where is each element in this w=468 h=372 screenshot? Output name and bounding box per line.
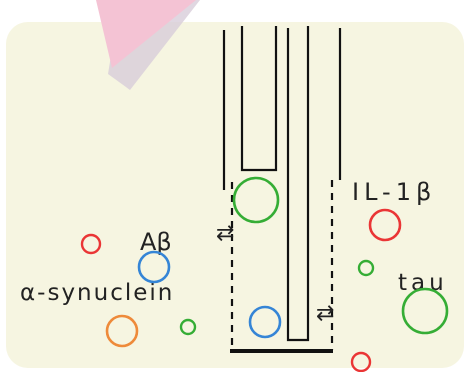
label-tau: tau [398, 270, 448, 296]
molecule-green-small-2 [357, 259, 375, 277]
exchange-arrows-right: ⇄ [316, 301, 334, 326]
molecule-orange-1 [105, 314, 139, 348]
molecule-red-1 [80, 233, 102, 255]
molecule-green-large-1 [232, 176, 280, 224]
molecule-green-small-1 [179, 318, 197, 336]
sticky-note-decoration [96, 0, 196, 68]
molecule-blue-1 [137, 250, 171, 284]
molecule-blue-2 [248, 305, 282, 339]
molecule-green-large-2 [401, 287, 449, 335]
molecule-red-2 [368, 208, 402, 242]
probe-inlet-tube [240, 26, 278, 172]
exchange-arrows-left: ⇄ [216, 221, 234, 246]
label-il-1-beta: IL-1β [352, 178, 436, 206]
label-alpha-synuclein: α-synuclein [20, 280, 174, 306]
probe-outlet-tube [286, 26, 310, 342]
molecule-red-3 [350, 351, 372, 372]
